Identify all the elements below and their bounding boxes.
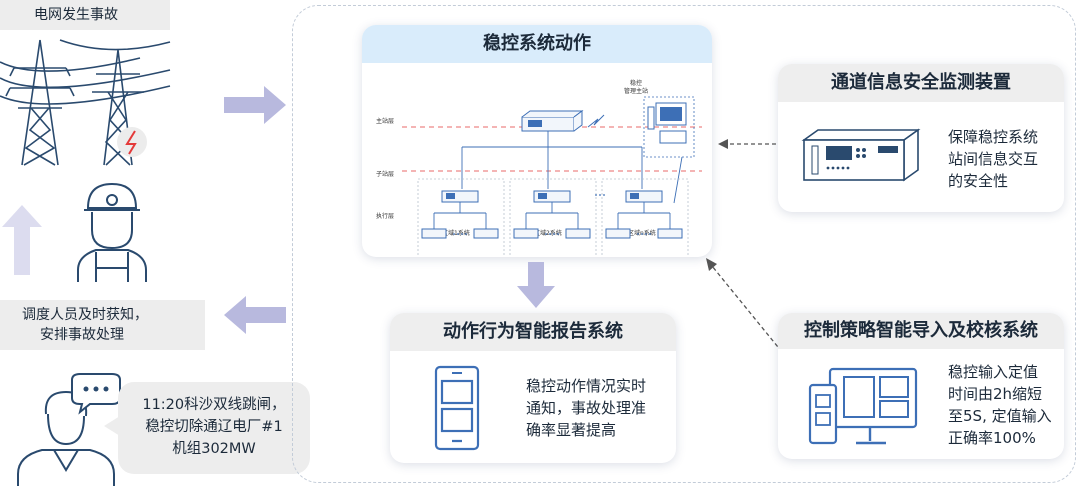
dispatch-label: 调度人员及时获知， 安排事故处理 xyxy=(0,300,205,350)
report-panel-title: 动作行为智能报告系统 xyxy=(390,313,676,351)
device-label-line-2: 管理主站 xyxy=(624,88,649,95)
region-label-1: 区域1系统 xyxy=(442,230,470,237)
report-panel: 动作行为智能报告系统 稳控动作情况实时 通知，事故处理准 确率显著提高 xyxy=(390,313,676,463)
worker-icon xyxy=(77,182,147,282)
monitor-text-line-3: 的安全性 xyxy=(948,172,1009,190)
monitor-text-line-2: 站间信息交互 xyxy=(948,150,1039,168)
monitor-description: 保障稳控系统 站间信息交互 的安全性 xyxy=(948,126,1038,192)
dashed-arrow-monitor xyxy=(718,139,776,149)
report-text-line-3: 确率显著提高 xyxy=(526,421,617,439)
speech-line-2: 稳控切除通辽电厂#1 xyxy=(145,419,283,435)
mobile-phone-icon xyxy=(434,365,480,451)
layer-label-main: 主站层 xyxy=(376,118,395,125)
strategy-text-line-1: 稳控输入定值 xyxy=(948,363,1039,381)
strategy-text-line-4: 正确率100% xyxy=(948,429,1036,447)
up-arrow-icon xyxy=(2,205,42,275)
speech-tail xyxy=(104,416,120,436)
monitor-panel-title: 通道信息安全监测装置 xyxy=(778,64,1064,102)
report-text-line-2: 通知，事故处理准 xyxy=(526,399,647,417)
computer-workstation-icon xyxy=(808,367,918,445)
monitor-panel: 通道信息安全监测装置 保障稳控系统 站间信息交互 的安全性 xyxy=(778,64,1064,212)
right-arrow-icon xyxy=(224,86,286,124)
dashed-arrow-strategy xyxy=(706,258,783,353)
layer-label-exec: 执行层 xyxy=(376,213,395,220)
down-arrow-icon xyxy=(517,262,555,308)
strategy-text-line-2: 时间由2h缩短 xyxy=(948,385,1043,403)
report-text-line-1: 稳控动作情况实时 xyxy=(526,377,647,395)
power-tower-icon xyxy=(0,39,171,166)
region-label-2: 区域2系统 xyxy=(534,230,562,237)
speech-line-3: 机组302MW xyxy=(172,441,256,457)
system-frame xyxy=(292,5,1076,483)
layer-label-sub: 子站层 xyxy=(376,171,395,178)
strategy-panel: 控制策略智能导入及校核系统 稳控输入定值 时间由2h缩短 至5S, 定值输入 正… xyxy=(778,313,1064,459)
monitoring-device-icon xyxy=(801,128,921,182)
report-description: 稳控动作情况实时 通知，事故处理准 确率显著提高 xyxy=(526,375,646,441)
speech-line-1: 11:20科沙双线跳闸， xyxy=(142,397,286,413)
action-panel-title: 稳控系统动作 xyxy=(362,25,712,63)
device-label-line-1: 稳控 xyxy=(630,80,643,87)
left-arrow-icon xyxy=(224,296,286,334)
dispatch-line-2: 安排事故处理 xyxy=(40,327,124,343)
dispatch-line-1: 调度人员及时获知， xyxy=(22,307,148,323)
strategy-description: 稳控输入定值 时间由2h缩短 至5S, 定值输入 正确率100% xyxy=(948,361,1052,449)
monitor-text-line-1: 保障稳控系统 xyxy=(948,128,1039,146)
device-label: 稳控 管理主站 xyxy=(624,80,648,96)
speech-bubble: 11:20科沙双线跳闸， 稳控切除通辽电厂#1 机组302MW xyxy=(118,382,310,474)
strategy-panel-title: 控制策略智能导入及校核系统 xyxy=(778,313,1064,349)
system-topology-diagram xyxy=(402,96,702,257)
strategy-text-line-3: 至5S, 定值输入 xyxy=(948,407,1052,425)
action-panel: 稳控系统动作 主站层 子站层 执行层 稳控 管理主站 区域1系统 区域2系统 区… xyxy=(362,25,712,257)
accident-label: 电网发生事故 xyxy=(0,0,170,30)
